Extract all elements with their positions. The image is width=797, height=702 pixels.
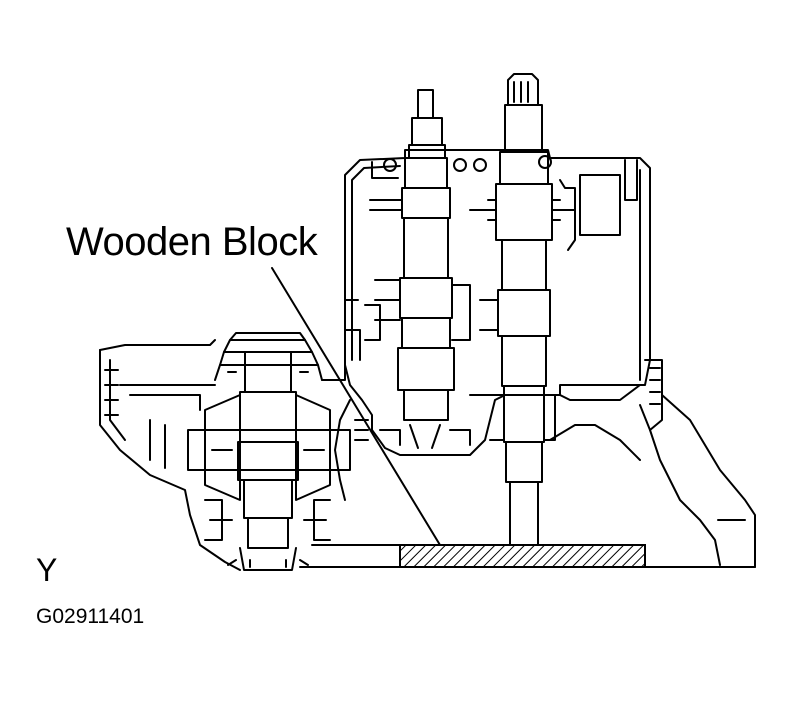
wooden-block xyxy=(399,544,646,568)
input-shaft xyxy=(364,89,471,421)
output-shaft xyxy=(469,73,576,546)
transaxle-housing xyxy=(99,339,756,571)
view-letter-label: Y xyxy=(36,552,58,588)
differential-assembly xyxy=(187,332,351,571)
figure-code: G02911401 xyxy=(36,605,145,628)
wooden-block-leader-line xyxy=(271,267,441,546)
wooden-block-callout-label: Wooden Block xyxy=(66,220,318,264)
transmission-case xyxy=(344,149,651,396)
